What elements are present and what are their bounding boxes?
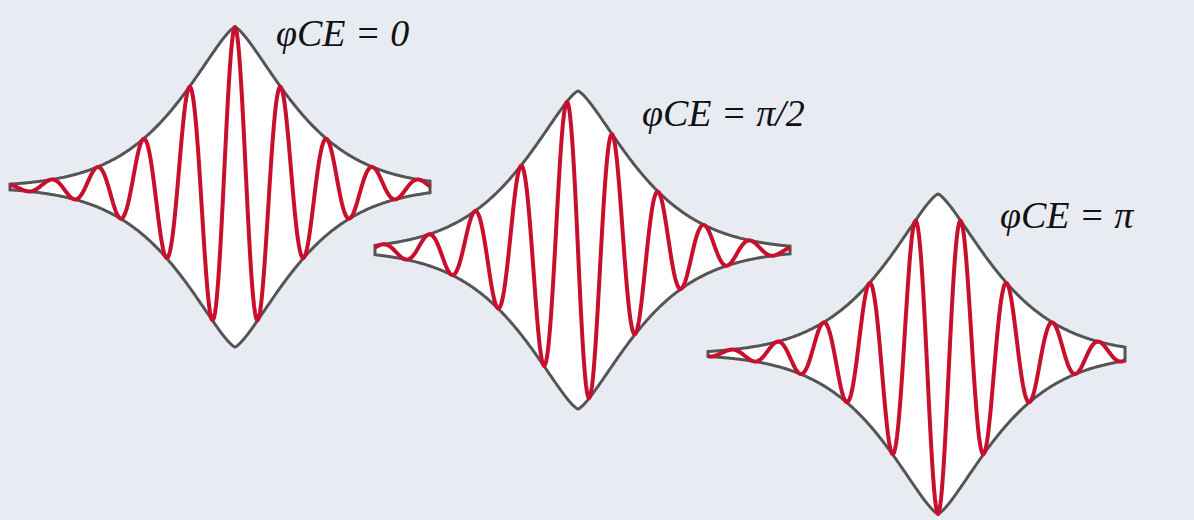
pulse-envelope [708, 194, 1125, 514]
phase-label: φCE = π/2 [642, 94, 805, 132]
carrier-wave [708, 221, 1125, 514]
phase-label: φCE = 0 [276, 14, 409, 52]
phase-label: φCE = π [1000, 196, 1133, 234]
pulse-envelope [10, 27, 430, 347]
carrier-wave [10, 27, 430, 320]
pulse-envelope [375, 91, 790, 409]
